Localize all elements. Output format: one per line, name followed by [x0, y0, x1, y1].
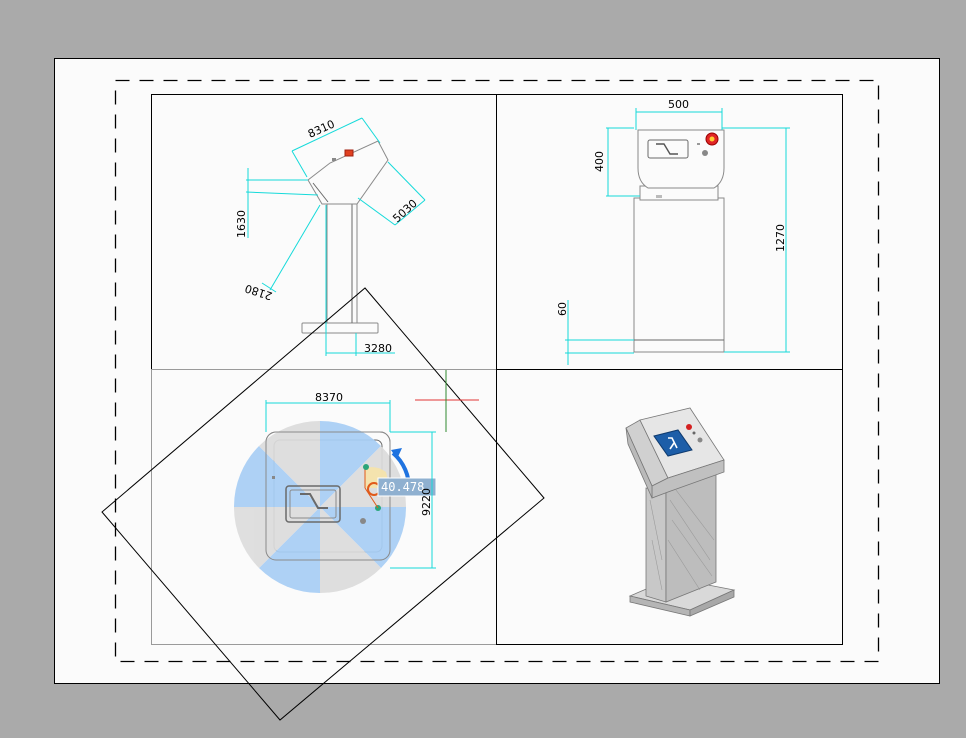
rotate-grip-top[interactable]: [363, 464, 369, 470]
dim-side-base: 3280: [364, 342, 392, 355]
dim-front-width: 500: [668, 98, 689, 111]
dim-front-total: 1270: [774, 224, 787, 252]
top-view-dimensions: [265, 400, 436, 569]
crosshair-cursor: [415, 370, 479, 432]
iso-view-drawing: [625, 407, 736, 617]
dim-top-height: 9220: [420, 488, 433, 516]
rotation-preview-outline: [101, 287, 545, 721]
angle-input-value[interactable]: 40.478: [381, 480, 424, 494]
rotate-angle-indicator: [233, 420, 407, 594]
dim-front-base: 60: [556, 302, 569, 316]
dim-front-head: 400: [593, 151, 606, 172]
front-view-dimensions: [565, 108, 790, 365]
dim-top-width: 8370: [315, 391, 343, 404]
front-view-drawing: [633, 129, 725, 353]
viewport-iso[interactable]: [496, 369, 843, 645]
side-view-dimensions: [245, 117, 426, 356]
dim-side-left: 1630: [235, 210, 248, 238]
angle-input-box[interactable]: [377, 477, 437, 497]
top-view-details: [265, 431, 391, 561]
